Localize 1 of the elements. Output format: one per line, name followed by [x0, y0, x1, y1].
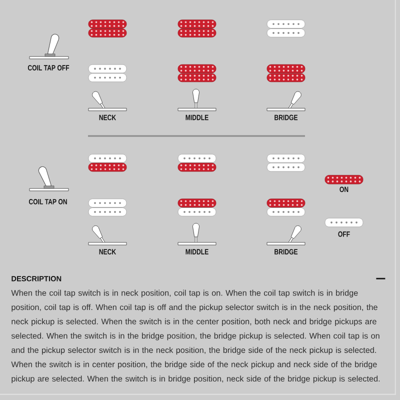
description-text: When the coil tap switch is in neck position, coil tap is on. When the coil tap switch is in bridge position, coil tap is off. When coil tap is off and the pickup selector switch is in the neck position, the neck pickup is selected. When the switch is in the center position, both neck and bridge pickups are selected. When the switch is in the bridge position, the bridge pickup is selected. When coil tap is on and the pickup selector switch is in the neck position, the bridge side of the neck pickup is selected. When the switch is in center position, the bridge side of the neck pickup and neck side of the bridge pickup are selected. When the switch is in bridge position, neck side of the bridge pickup is selected.	[11, 290, 380, 384]
